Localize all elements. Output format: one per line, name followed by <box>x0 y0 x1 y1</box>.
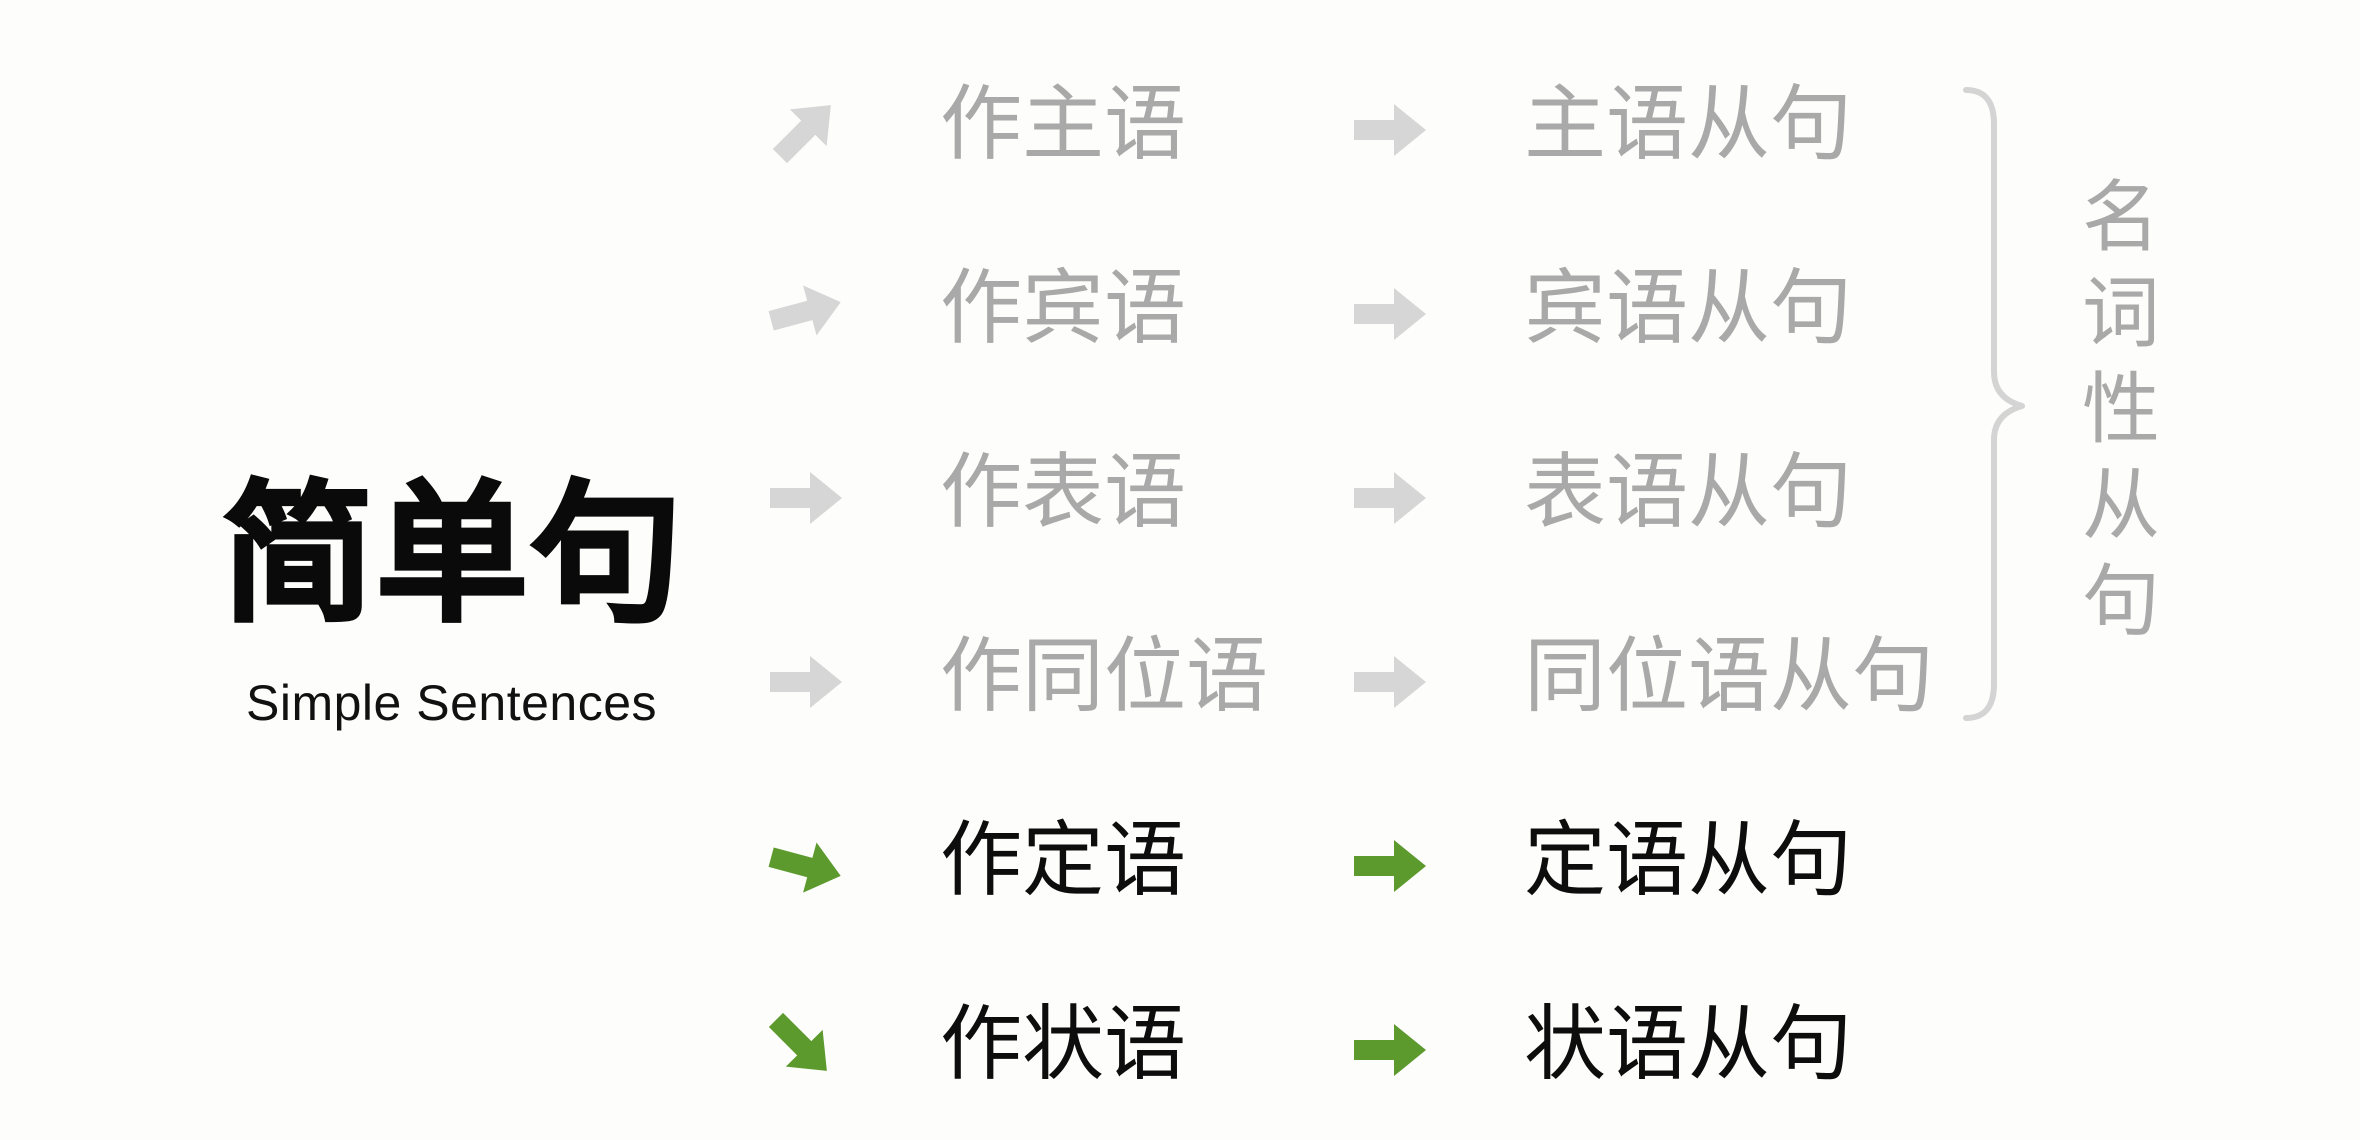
group-label-char: 词 <box>2081 269 2160 359</box>
clause-subject: 主语从句 <box>1524 77 1853 172</box>
middle-arrow-row-5 <box>1354 840 1426 892</box>
function-adverbial: 作状语 <box>940 997 1187 1092</box>
group-label-char: 性 <box>2081 365 2160 455</box>
noun-clause-brace <box>1963 87 2025 721</box>
function-appositive: 作同位语 <box>940 629 1269 724</box>
left-arrow-row-4 <box>770 656 842 708</box>
clause-attributive: 定语从句 <box>1524 813 1853 908</box>
middle-arrow-row-2 <box>1354 288 1426 340</box>
left-arrow-row-3 <box>770 472 842 524</box>
left-arrow-row-2 <box>764 277 848 346</box>
function-object: 作宾语 <box>940 261 1187 356</box>
middle-arrow-row-4 <box>1354 656 1426 708</box>
left-arrow-row-5 <box>764 832 848 901</box>
group-label-char: 句 <box>2081 557 2160 647</box>
clause-adverbial: 状语从句 <box>1524 997 1853 1092</box>
function-subject: 作主语 <box>940 77 1187 172</box>
group-label-char: 名 <box>2081 173 2160 263</box>
simple-sentence-subtitle: Simple Sentences <box>246 675 658 731</box>
noun-clause-group-label: 名 词 性 从 句 <box>2080 170 2162 650</box>
middle-arrow-row-6 <box>1354 1024 1426 1076</box>
simple-sentence-title: 简单句 <box>221 464 684 643</box>
function-predicative: 作表语 <box>940 445 1187 540</box>
left-arrow-row-6 <box>757 1001 846 1090</box>
clause-predicative: 表语从句 <box>1524 445 1853 540</box>
middle-arrow-row-1 <box>1354 104 1426 156</box>
clause-appositive: 同位语从句 <box>1524 629 1935 724</box>
left-arrow-row-1 <box>761 86 850 175</box>
middle-arrow-row-3 <box>1354 472 1426 524</box>
function-attributive: 作定语 <box>940 813 1187 908</box>
group-label-char: 从 <box>2081 461 2160 551</box>
clause-object: 宾语从句 <box>1524 261 1853 356</box>
